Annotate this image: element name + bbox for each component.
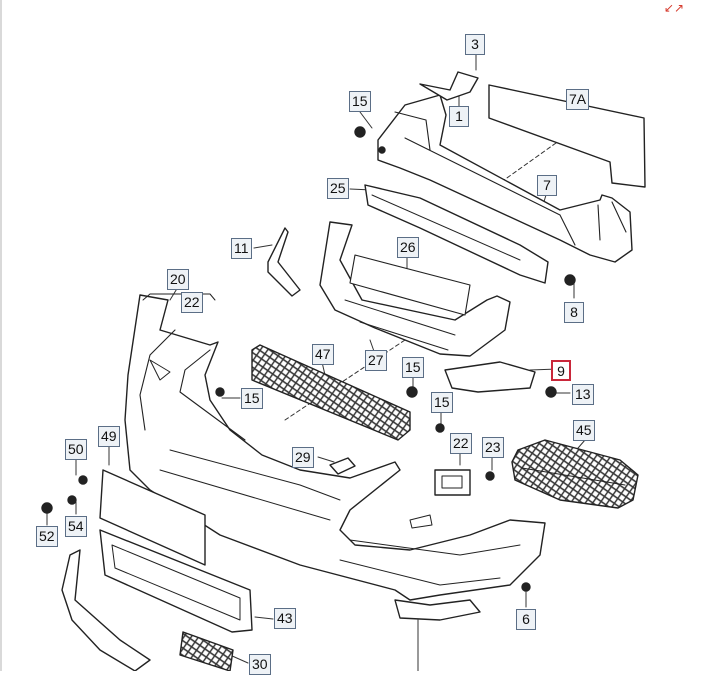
part-45-grille bbox=[511, 439, 639, 509]
callout-15[interactable]: 15 bbox=[241, 388, 263, 409]
callout-7a[interactable]: 7A bbox=[566, 89, 590, 110]
expand-icon[interactable]: ↙↗ bbox=[663, 1, 685, 15]
callout-22-left[interactable]: 22 bbox=[181, 292, 203, 313]
part-7-carrier bbox=[377, 94, 633, 263]
callout-25[interactable]: 25 bbox=[327, 178, 349, 199]
part-29-cap bbox=[329, 457, 356, 475]
callout-3[interactable]: 3 bbox=[465, 34, 485, 55]
part-47-grille bbox=[251, 344, 411, 441]
bumper-cover bbox=[124, 294, 546, 601]
callout-8[interactable]: 8 bbox=[564, 302, 584, 323]
fasteners bbox=[41, 126, 576, 592]
callout-11[interactable]: 11 bbox=[231, 238, 252, 259]
callout-15[interactable]: 15 bbox=[431, 392, 453, 413]
part-7a-shield bbox=[488, 84, 646, 188]
callout-9-selected[interactable]: 9 bbox=[551, 360, 571, 381]
callout-30[interactable]: 30 bbox=[249, 654, 271, 675]
part-49-plate bbox=[99, 469, 206, 566]
callout-23[interactable]: 23 bbox=[482, 437, 504, 458]
callout-52[interactable]: 52 bbox=[36, 526, 58, 547]
part-25-absorber bbox=[364, 184, 549, 284]
part-22-bracket bbox=[434, 469, 471, 496]
part-11-bracket bbox=[267, 227, 301, 297]
callout-49[interactable]: 49 bbox=[98, 426, 120, 447]
part-30-grille bbox=[179, 631, 234, 671]
callout-43[interactable]: 43 bbox=[274, 608, 296, 629]
callout-6[interactable]: 6 bbox=[516, 609, 536, 630]
callout-47[interactable]: 47 bbox=[312, 344, 334, 365]
callout-26[interactable]: 26 bbox=[397, 237, 419, 258]
callout-7[interactable]: 7 bbox=[537, 175, 557, 196]
callout-27[interactable]: 27 bbox=[365, 350, 387, 371]
callout-50[interactable]: 50 bbox=[65, 439, 87, 460]
part-9-guide bbox=[444, 361, 536, 393]
callout-45[interactable]: 45 bbox=[573, 420, 595, 441]
part-27-lower-frame bbox=[319, 221, 511, 357]
callout-13[interactable]: 13 bbox=[572, 384, 594, 405]
callout-15[interactable]: 15 bbox=[349, 91, 371, 112]
lower-spoiler bbox=[61, 549, 151, 671]
callout-15[interactable]: 15 bbox=[402, 357, 424, 378]
callout-1[interactable]: 1 bbox=[449, 106, 469, 127]
callout-20[interactable]: 20 bbox=[167, 269, 189, 290]
callout-22[interactable]: 22 bbox=[450, 433, 472, 454]
left-border bbox=[0, 0, 2, 671]
callout-29[interactable]: 29 bbox=[292, 447, 314, 468]
callout-54[interactable]: 54 bbox=[65, 516, 87, 537]
